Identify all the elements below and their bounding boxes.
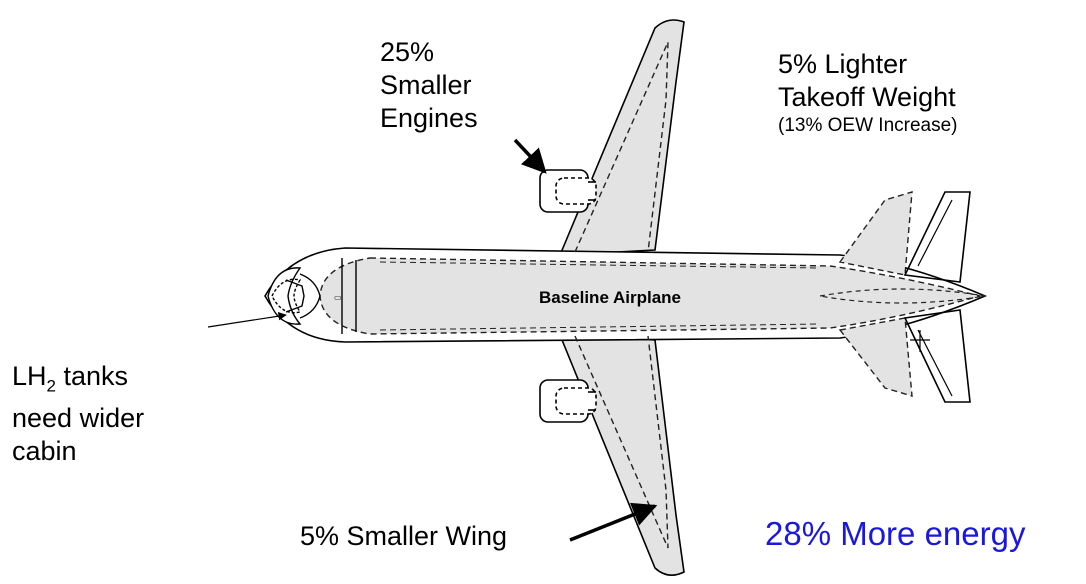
upper-stabilizer [838, 191, 913, 276]
weight-label: 5% Lighter Takeoff Weight (13% OEW Incre… [778, 48, 958, 138]
engines-label-line2: Smaller [380, 70, 472, 100]
engines-label-line1: 25% [380, 37, 435, 67]
tail-fin-upper [903, 191, 971, 283]
tanks-arrow [207, 311, 287, 328]
tail-inner-lines [910, 199, 953, 397]
wider-cabin-outline [319, 257, 983, 335]
weight-label-line2: Takeoff Weight [778, 82, 956, 112]
lower-stabilizer [838, 317, 913, 397]
wing-label: 5% Smaller Wing [300, 521, 508, 551]
tanks-label: LH2 tanks need wider cabin [12, 360, 144, 468]
tanks-label-line2: need wider [12, 403, 145, 434]
lower-engine [539, 379, 597, 423]
tanks-label-line3: cabin [12, 436, 77, 467]
smaller-lower-wing [574, 335, 669, 549]
tail-centerline [819, 288, 986, 304]
tanks-prefix: LH [12, 361, 47, 391]
cockpit: ▭ [267, 258, 357, 334]
weight-label-line1: 5% Lighter [778, 49, 908, 79]
tanks-rest: tanks [55, 361, 129, 391]
tanks-label-line1: LH2 tanks [12, 360, 144, 402]
baseline-label: Baseline Airplane [539, 288, 681, 307]
lh2-tank [271, 278, 302, 314]
engines-label: 25% Smaller Engines [380, 36, 478, 135]
svg-text:▭: ▭ [334, 293, 342, 302]
tail-fin-lower [903, 309, 971, 403]
upper-wing [558, 19, 685, 256]
tanks-subscript: 2 [46, 376, 56, 396]
upper-engine [539, 169, 597, 213]
smaller-upper-wing [574, 41, 669, 253]
engines-label-line3: Engines [380, 103, 478, 133]
energy-label: 28% More energy [765, 515, 1026, 552]
lower-wing [558, 334, 685, 576]
weight-label-line3: (13% OEW Increase) [778, 115, 958, 136]
fuselage-inner-lines [379, 261, 821, 331]
wing-arrow [569, 502, 658, 542]
engines-arrow [513, 138, 547, 174]
